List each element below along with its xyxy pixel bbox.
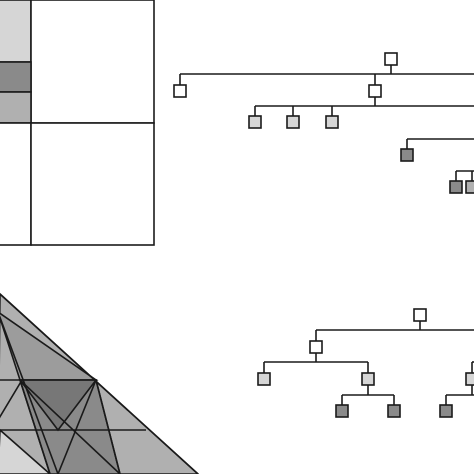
tree-node [309,340,323,354]
mesh-region-light [0,428,52,474]
triangle-mesh [0,292,200,474]
tree-node [465,180,474,194]
tree-node [286,115,300,129]
mesh-edge [0,379,23,419]
tree-node [400,148,414,162]
tree-node [361,372,375,386]
grid-cell-mid-lower [0,91,32,124]
grid-cell-top-right [30,0,155,124]
tree-node [257,372,271,386]
mesh-edge [57,379,97,474]
mesh-edge [95,379,121,474]
triangle-hierarchy [257,308,474,418]
mesh-edge [0,315,59,474]
mesh-edge [0,293,199,474]
grid-cell-top-left [0,0,32,63]
quadtree-grid [0,0,155,246]
tree-node [325,115,339,129]
tree-node [465,372,474,386]
grid-cell-bottom-left [0,122,32,246]
tree-node [387,404,401,418]
mesh-edge [19,379,51,474]
tree-node-root [413,308,427,322]
tree-node-root [384,52,398,66]
tree-node [368,84,382,98]
tree-node [449,180,463,194]
tree-node [248,115,262,129]
mesh-edge [19,379,121,474]
tree-node [439,404,453,418]
quadtree-hierarchy [173,52,474,194]
grid-cell-mid-upper [0,61,32,93]
tree-node [335,404,349,418]
grid-cell-bottom-right [30,122,155,246]
tree-node [173,84,187,98]
